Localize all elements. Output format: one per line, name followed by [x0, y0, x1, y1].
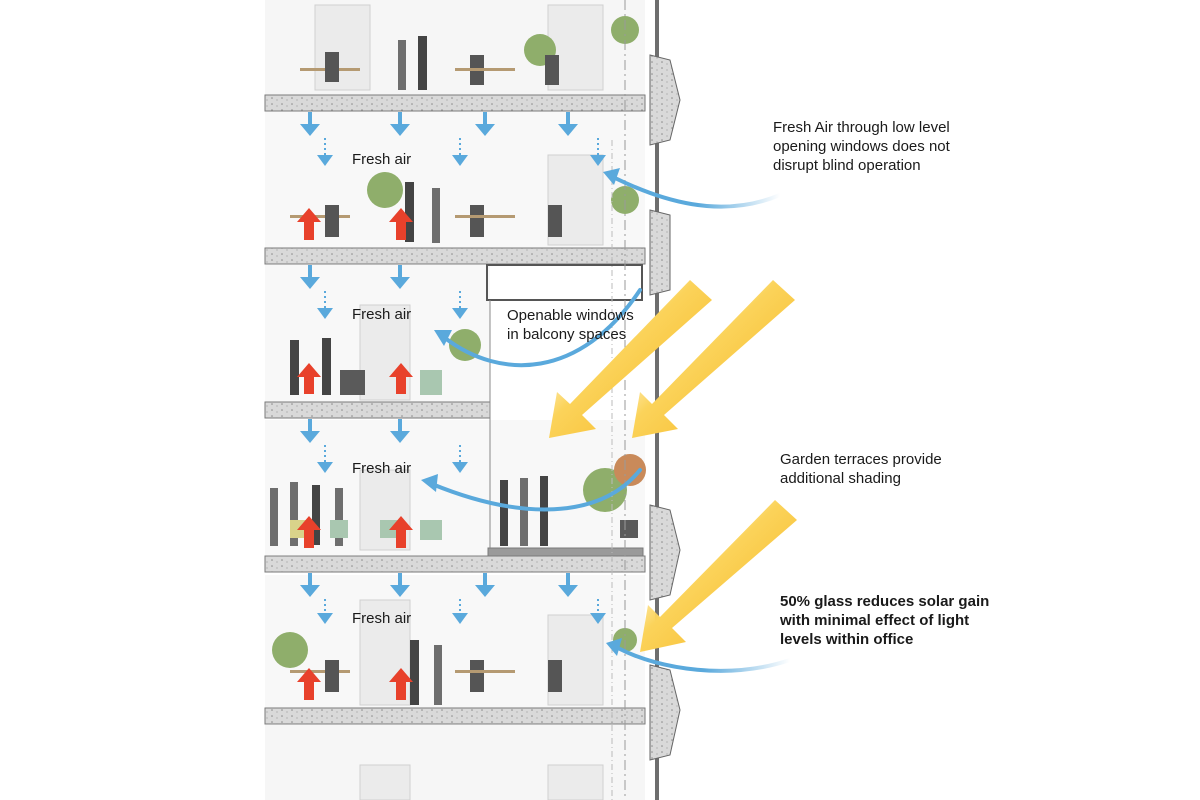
- callout-line: additional shading: [780, 470, 901, 487]
- callout-line: disrupt blind operation: [773, 157, 921, 174]
- down-arrow-icon: [300, 112, 578, 597]
- callout-line: Fresh Air through low level: [773, 119, 950, 136]
- callout-line: with minimal effect of light: [780, 612, 970, 629]
- callout-openable-windows: Openable windows in balcony spaces: [507, 306, 634, 344]
- callout-glass-ratio: 50% glass reduces solar gain with minima…: [780, 592, 989, 649]
- callout-fresh-air-windows: Fresh Air through low level opening wind…: [773, 118, 950, 175]
- callout-line: levels within office: [780, 631, 914, 648]
- callout-line: 50% glass reduces solar gain: [780, 593, 990, 610]
- callout-line: Openable windows: [507, 307, 634, 324]
- up-arrow-icon: [297, 208, 413, 700]
- down-arrow-icon: [317, 138, 606, 624]
- floor-label-fresh-air-3: Fresh air: [352, 460, 412, 477]
- callout-garden-terraces: Garden terraces provide additional shadi…: [780, 450, 942, 488]
- sun-ray-arrow-icon: [632, 280, 795, 438]
- curved-air-arrow-icon: [421, 168, 792, 673]
- callout-line: Garden terraces provide: [780, 451, 942, 468]
- fresh-air-down-arrows: [300, 112, 606, 624]
- floor-label-fresh-air-4: Fresh air: [352, 610, 412, 627]
- sun-ray-arrows: [549, 280, 797, 652]
- callout-line: opening windows does not: [773, 138, 950, 155]
- sun-ray-arrow-icon: [640, 500, 797, 652]
- callout-line: in balcony spaces: [507, 326, 627, 343]
- floor-label-fresh-air-1: Fresh air: [352, 151, 412, 168]
- floor-slabs: [264, 0, 646, 800]
- floor-label-fresh-air-2: Fresh air: [352, 306, 412, 323]
- warm-air-up-arrows: [297, 208, 413, 700]
- sun-ray-arrow-icon: [549, 280, 712, 438]
